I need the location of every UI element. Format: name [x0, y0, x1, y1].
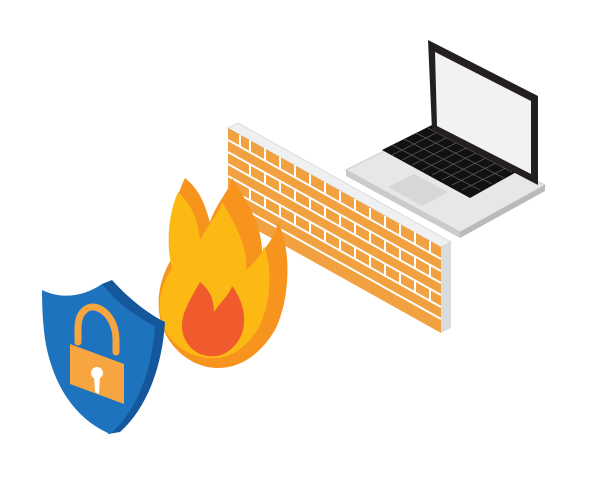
- padlock-icon: [70, 303, 124, 404]
- keyboard: [382, 125, 520, 198]
- laptop-icon: [344, 40, 547, 238]
- laptop-screen: [435, 52, 531, 174]
- brick-face: [228, 128, 441, 333]
- flame-inner: [182, 282, 245, 357]
- firewall-brick-wall: [226, 122, 453, 333]
- flame-icon: [158, 178, 288, 368]
- trackpad: [388, 174, 448, 206]
- security-shield-icon: [42, 280, 165, 434]
